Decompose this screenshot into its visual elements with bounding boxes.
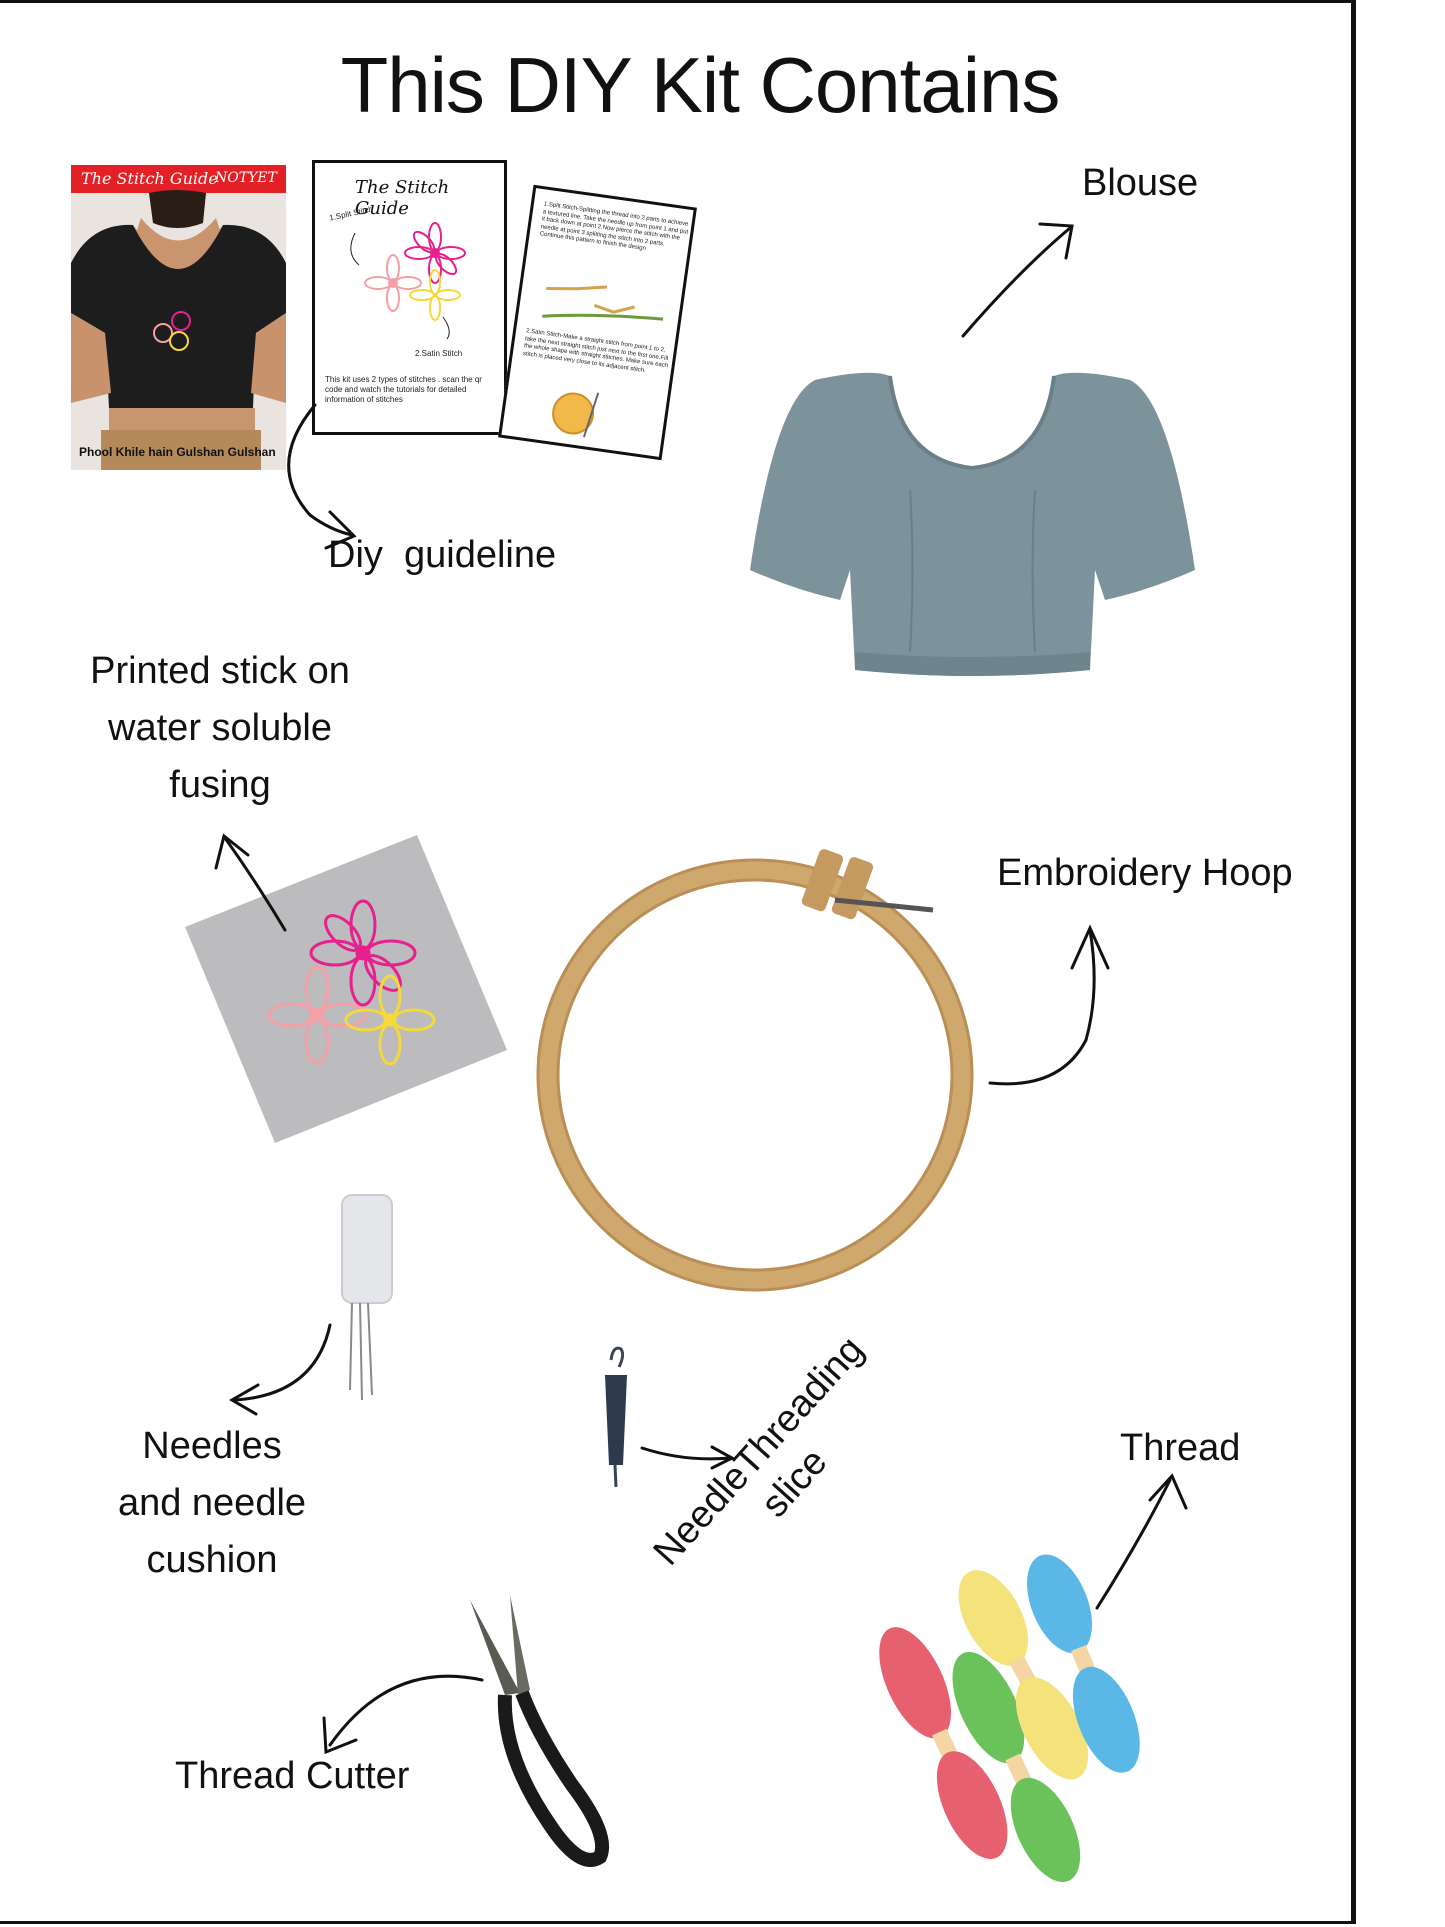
- printed-fabric-label-line-2: water soluble: [108, 707, 332, 749]
- thread-cutter-label: Thread Cutter: [175, 1755, 410, 1797]
- stitch-guide-sheet: The Stitch Guide 1.Split Stitch: [312, 160, 507, 435]
- guideline-label: Diy guideline: [328, 534, 557, 576]
- embroidery-hoop-image: [536, 849, 974, 1292]
- hoop-arrow-icon: [988, 928, 1096, 1086]
- thread-label: Thread: [1120, 1427, 1241, 1469]
- needles-label-line-1: Needles: [142, 1425, 282, 1467]
- cutter-arrow-icon: [328, 1674, 484, 1747]
- split-stitch-sketch: [542, 285, 664, 321]
- hoop-label: Embroidery Hoop: [997, 852, 1293, 894]
- needles-arrowhead-icon: [229, 1383, 260, 1416]
- instruction-sheet: 1.Split Stitch-Splitting the thread into…: [498, 184, 697, 461]
- blouse-image: [750, 372, 1195, 676]
- needles-label: Needles and needle cushion: [72, 1418, 352, 1589]
- cover-blouse-photo: [71, 190, 286, 470]
- page-title: This DIY Kit Contains: [340, 41, 1061, 129]
- guideline-arrow-icon: [287, 403, 354, 537]
- printed-fabric-arrow-icon: [223, 836, 287, 932]
- needles-label-line-2: and needle: [117, 1482, 307, 1524]
- threader-arrowhead-icon: [710, 1445, 736, 1470]
- printed-fabric-label: Printed stick on water soluble fusing: [60, 643, 380, 814]
- cover-guide-title: The Stitch Guide: [81, 169, 218, 188]
- cover-caption: Phool Khile hain Gulshan Gulshan: [79, 445, 276, 459]
- guideline-arrowhead-icon: [324, 510, 357, 550]
- guide-step-2: 2.Satin Stitch: [415, 349, 463, 358]
- blouse-label: Blouse: [1082, 162, 1199, 204]
- cover-header-bar: The Stitch Guide NOTYET: [71, 165, 286, 193]
- thread-arrow-icon: [1095, 1478, 1172, 1610]
- threader-arrow-icon: [640, 1446, 732, 1461]
- needle-cushion-image: [341, 1194, 393, 1401]
- thread-skeins-image: [879, 1554, 1140, 1883]
- printed-fabric-label-line-1: Printed stick on: [90, 650, 350, 692]
- printed-fabric-image: [185, 835, 507, 1143]
- printed-fabric-arrowhead-icon: [214, 833, 250, 870]
- needles-arrow-icon: [233, 1323, 332, 1402]
- thread-arrowhead-icon: [1148, 1473, 1188, 1510]
- page-frame: [0, 0, 1356, 1924]
- hoop-arrowhead-icon: [1070, 924, 1110, 970]
- stitch-guide-cover: The Stitch Guide NOTYET Phool Khile hain…: [71, 165, 286, 470]
- needle-threader-image: [605, 1346, 627, 1488]
- satin-stitch-sketch: [552, 392, 600, 438]
- cutter-arrowhead-icon: [322, 1716, 358, 1755]
- guide-sheet-title: The Stitch Guide: [355, 177, 450, 219]
- guide-flower-illustration: [350, 222, 466, 340]
- blouse-arrow-icon: [961, 226, 1072, 338]
- needles-label-line-3: cushion: [146, 1539, 278, 1581]
- blouse-arrowhead-icon: [1038, 222, 1074, 260]
- cover-brand-logo: NOTYET: [215, 170, 277, 186]
- guide-note: This kit uses 2 types of stitches . scan…: [325, 375, 482, 404]
- printed-fabric-label-line-3: fusing: [169, 764, 271, 806]
- thread-cutter-image: [470, 1595, 610, 1867]
